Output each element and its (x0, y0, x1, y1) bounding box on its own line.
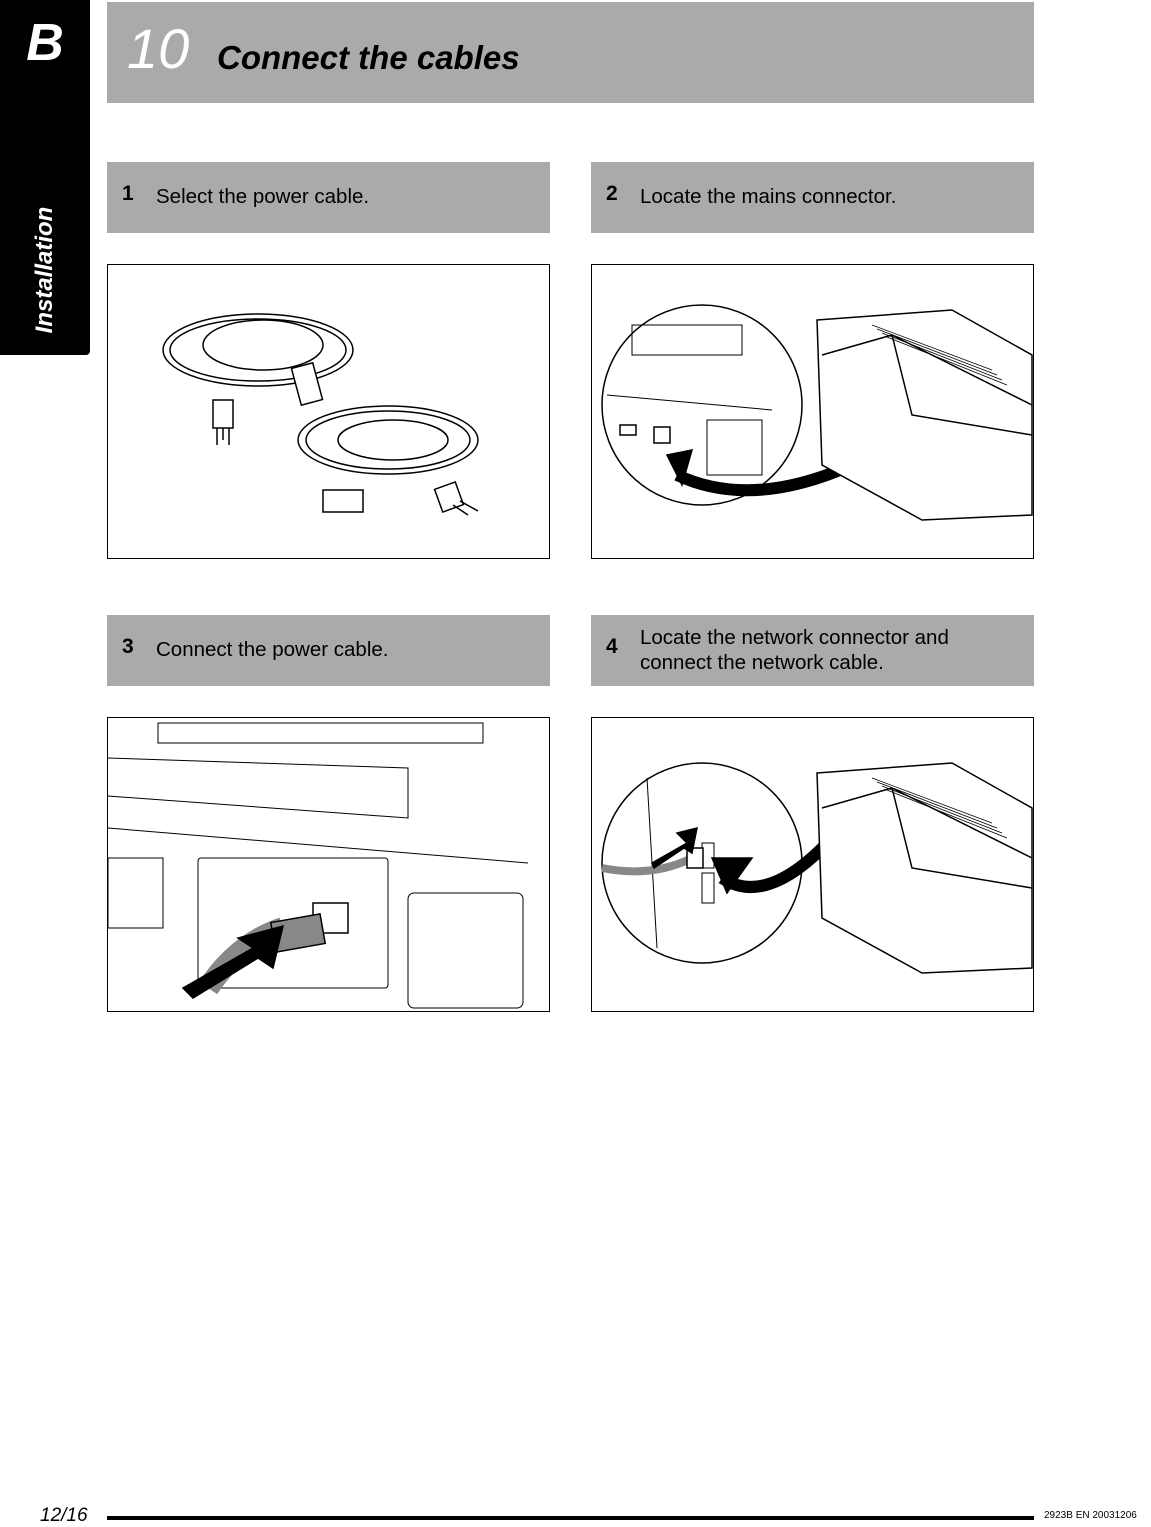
footer-rule (107, 1516, 1034, 1520)
document-code: 2923B EN 20031206 (1044, 1510, 1137, 1521)
page-header: 10 Connect the cables (107, 2, 1034, 103)
chapter-letter: B (26, 14, 64, 72)
chapter-tab: B Installation (0, 0, 90, 355)
connect-power-cable-illustration (107, 717, 550, 1012)
step-2-box: 2 Locate the mains connector. (591, 162, 1034, 233)
step-text: Select the power cable. (156, 185, 370, 208)
step-text: Connect the power cable. (156, 638, 389, 661)
step-3-box: 3 Connect the power cable. (107, 615, 550, 686)
header-step-number: 10 (127, 17, 190, 80)
step-1-box: 1 Select the power cable. (107, 162, 550, 233)
step-4-box: 4 Locate the network connector and conne… (591, 615, 1034, 686)
power-cables-illustration (107, 264, 550, 559)
step-number: 1 (122, 182, 134, 205)
page-title: Connect the cables (217, 39, 520, 76)
mains-connector-illustration (591, 264, 1034, 559)
step-text: Locate the network connector and connect… (640, 626, 949, 674)
step-number: 4 (606, 635, 618, 658)
network-connector-illustration (591, 717, 1034, 1012)
step-text: Locate the mains connector. (640, 185, 897, 208)
page-number: 12/16 (40, 1505, 88, 1526)
section-label: Installation (31, 206, 58, 334)
step-number: 3 (122, 635, 134, 658)
step-number: 2 (606, 182, 618, 205)
